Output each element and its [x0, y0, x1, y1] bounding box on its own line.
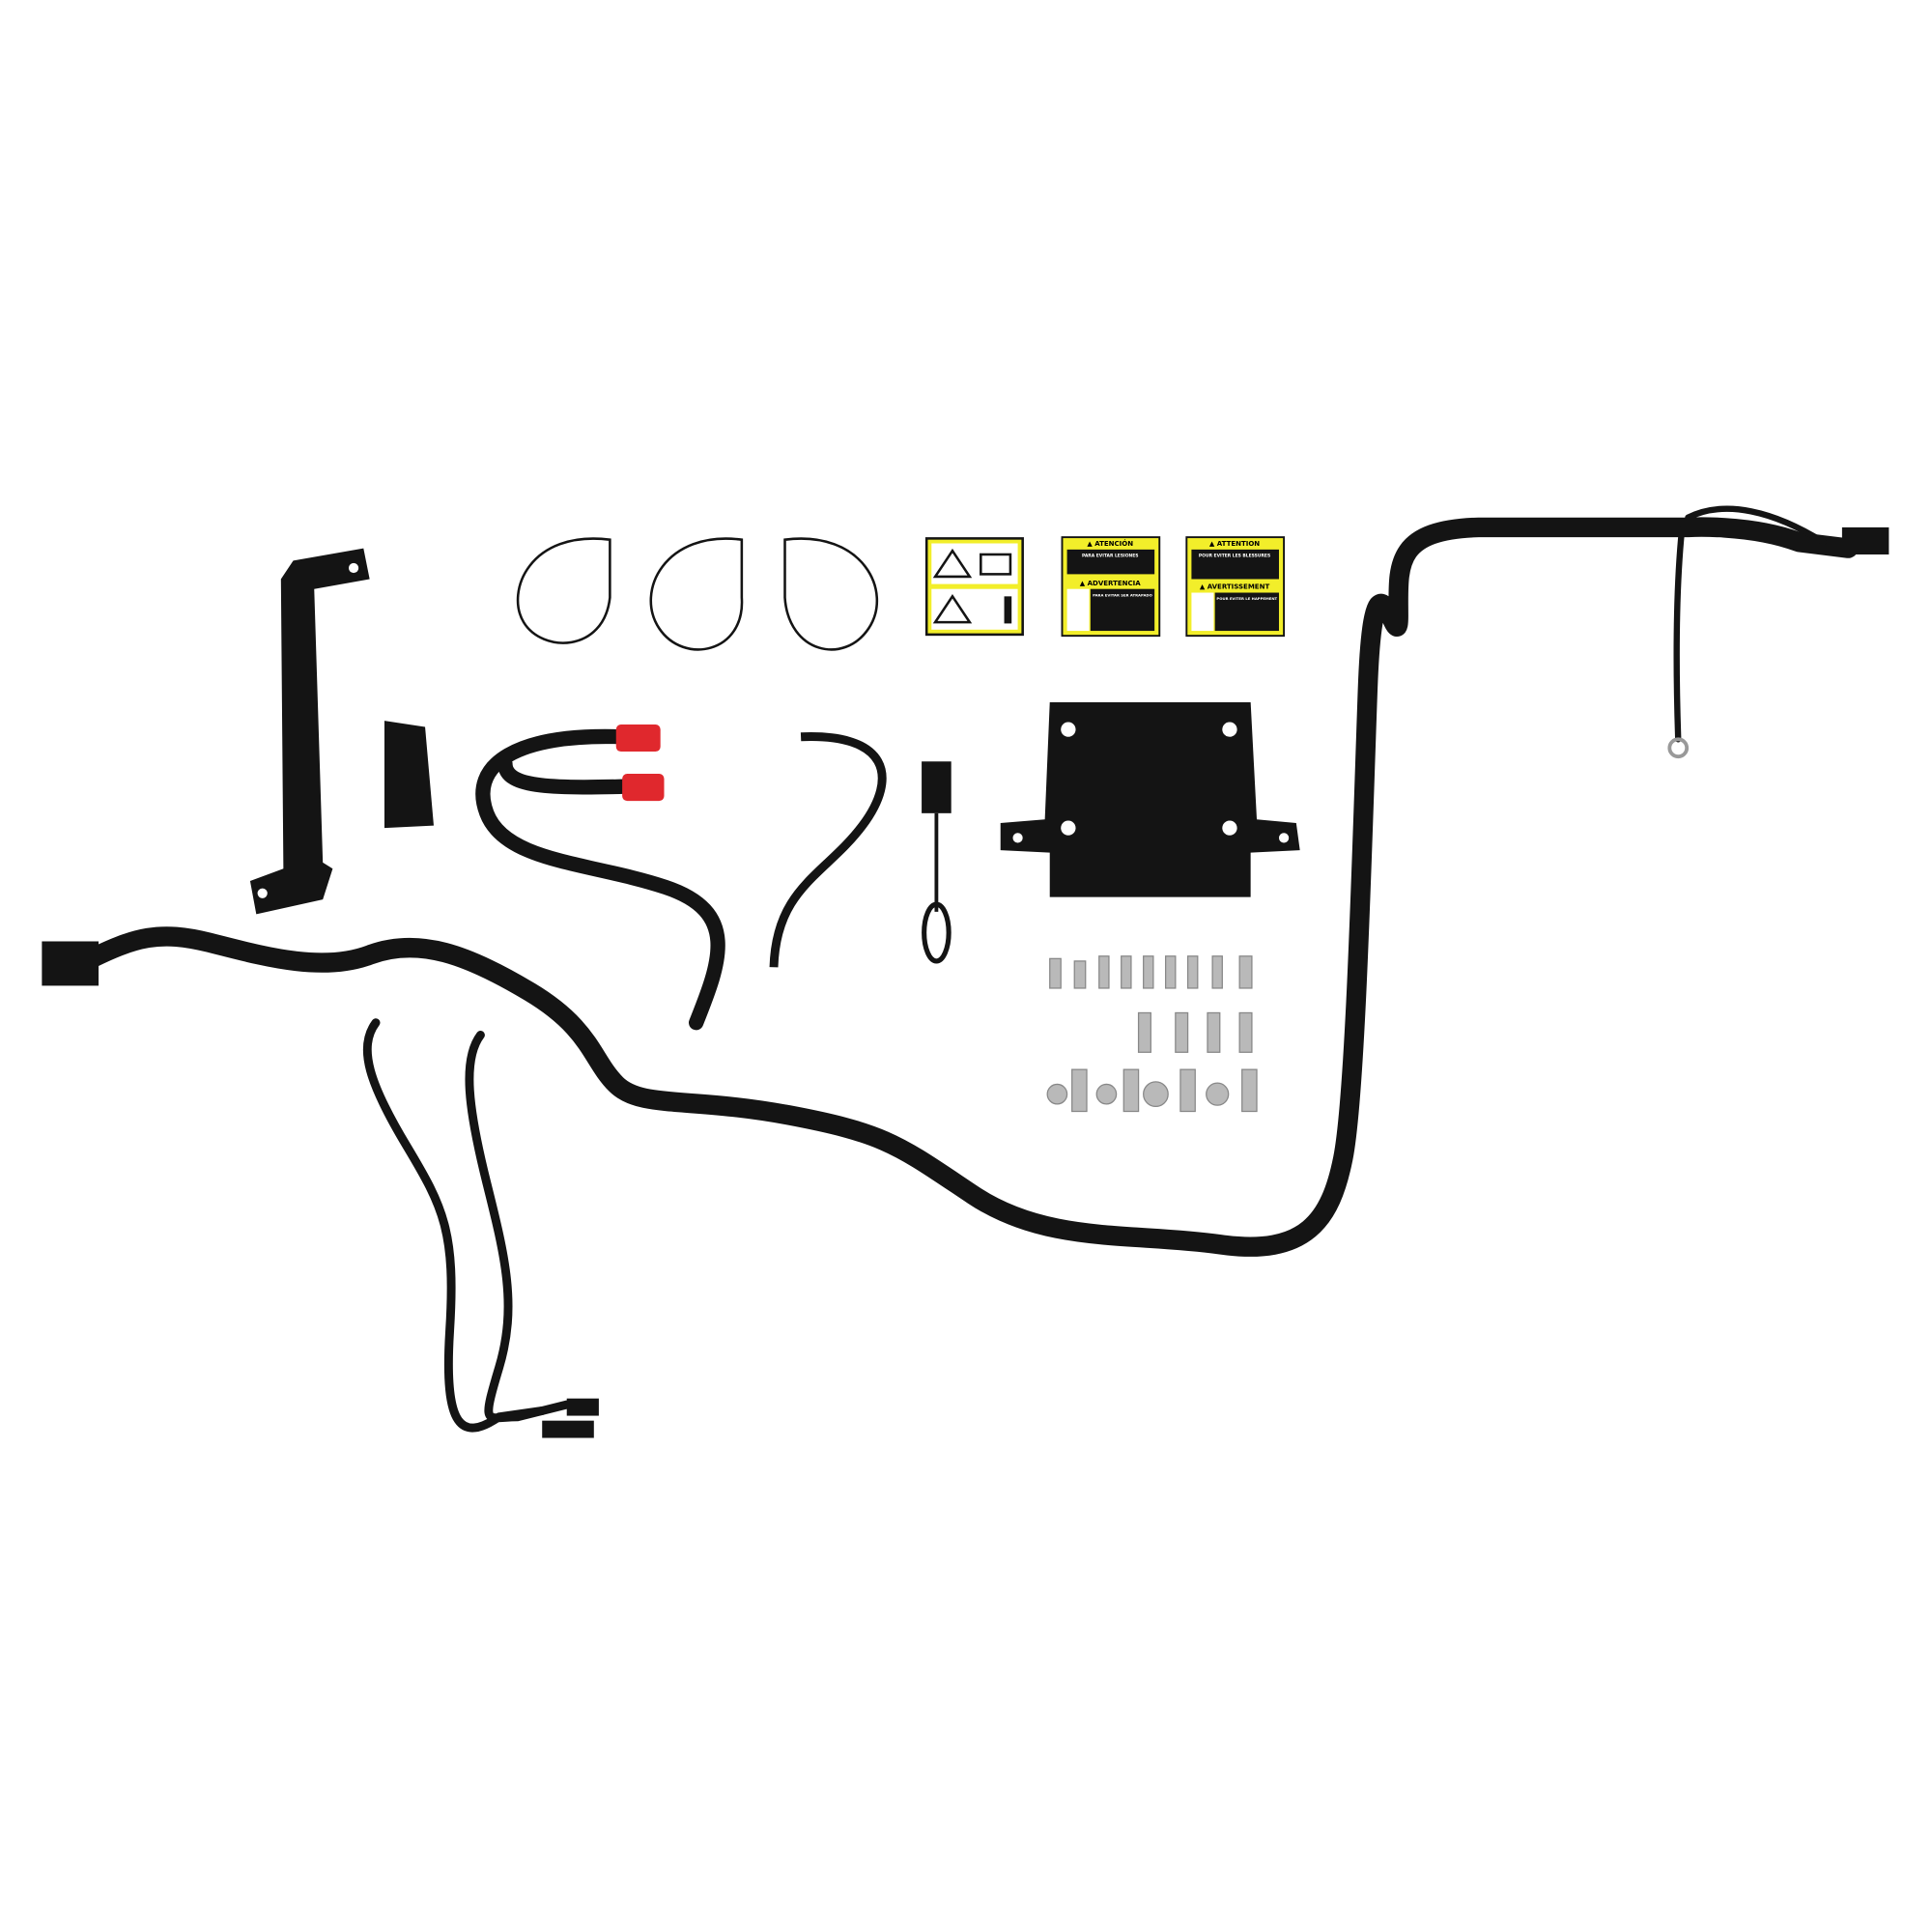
fastener-hardware [1046, 955, 1258, 1113]
ring-terminal [1667, 737, 1690, 759]
svg-text:PARA EVITAR SER ATRAPADO: PARA EVITAR SER ATRAPADO [1093, 592, 1152, 597]
svg-text:▲ ATTENTION: ▲ ATTENTION [1209, 539, 1260, 548]
harness-connector-small [542, 1420, 594, 1438]
cable-ties [516, 537, 878, 651]
red-terminal-boot [615, 724, 661, 753]
spanish-warning-decal: ▲ ATENCIÓN PARA EVITAR LESIONES ▲ ADVERT… [1061, 536, 1161, 638]
main-wiring-harness [76, 505, 1859, 1433]
long-mounting-bracket [249, 548, 370, 915]
control-mounting-plate [1000, 702, 1300, 897]
harness-connector-plug [42, 941, 99, 986]
svg-text:▲ AVERTISSEMENT: ▲ AVERTISSEMENT [1200, 582, 1270, 591]
distance-person-icon [1004, 596, 1012, 624]
svg-text:▲ ADVERTENCIA: ▲ ADVERTENCIA [1080, 579, 1141, 587]
small-bracket [384, 721, 434, 829]
svg-text:POUR EVITER LES BLESSURES: POUR EVITER LES BLESSURES [1199, 554, 1270, 559]
switch-plug [922, 761, 952, 813]
battery-cable-positive [475, 728, 725, 1031]
harness-connector-small [566, 1398, 599, 1416]
ground-cable [769, 732, 887, 968]
svg-text:PARA EVITAR LESIONES: PARA EVITAR LESIONES [1082, 554, 1139, 559]
pictogram-warning-decal [924, 537, 1024, 637]
tether-loop [922, 901, 952, 964]
warning-icon [932, 594, 973, 624]
french-warning-decal: ▲ ATTENTION POUR EVITER LES BLESSURES ▲ … [1185, 536, 1286, 638]
svg-text:▲ ATENCIÓN: ▲ ATENCIÓN [1087, 539, 1133, 548]
manual-icon [980, 553, 1012, 576]
red-terminal-boot [622, 774, 665, 802]
harness-end-terminals [1841, 526, 1889, 554]
svg-text:POUR EVITER LE HAPPEMENT: POUR EVITER LE HAPPEMENT [1216, 596, 1277, 601]
warning-icon [932, 548, 973, 579]
